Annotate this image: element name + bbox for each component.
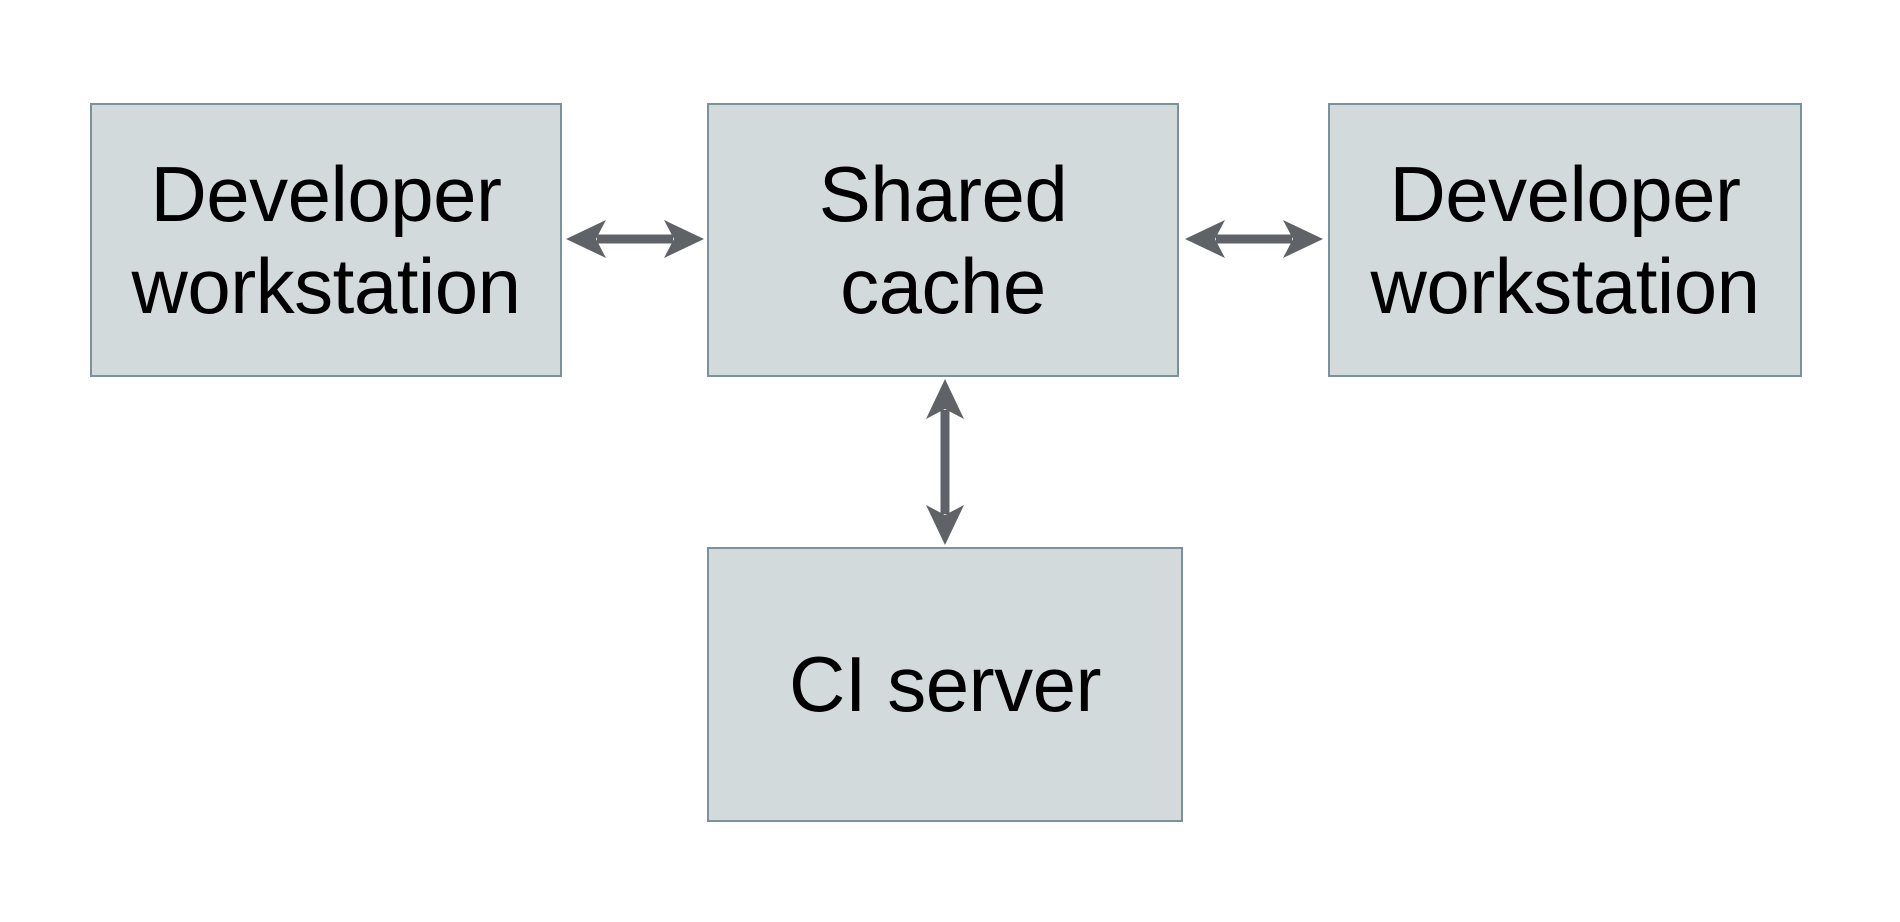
node-developer-workstation-right-label: Developer workstation: [1370, 149, 1761, 330]
node-developer-workstation-left: Developer workstation: [90, 103, 562, 377]
node-ci-server: CI server: [707, 547, 1183, 822]
edge-dev-left-shared-cache-arrow: [566, 220, 704, 258]
node-developer-workstation-right: Developer workstation: [1328, 103, 1802, 377]
edge-shared-cache-ci-server-arrow: [926, 379, 964, 545]
node-developer-workstation-left-label: Developer workstation: [131, 149, 522, 330]
node-ci-server-label: CI server: [789, 640, 1101, 729]
node-shared-cache-label: Shared cache: [818, 149, 1068, 330]
node-shared-cache: Shared cache: [707, 103, 1179, 377]
edge-shared-cache-dev-right-arrow: [1185, 220, 1323, 258]
